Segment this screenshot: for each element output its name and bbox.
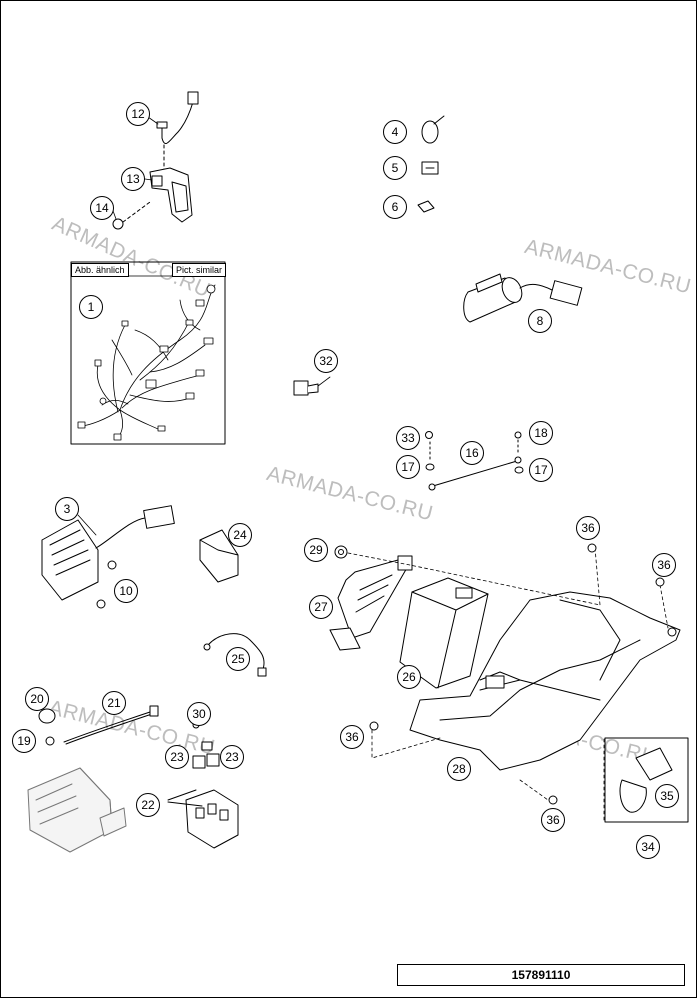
part-28-tray xyxy=(409,591,681,771)
part-23-plugs xyxy=(192,741,220,769)
part-25-cable xyxy=(203,633,267,677)
part-27-holder xyxy=(329,555,413,651)
callout-13: 13 xyxy=(121,167,145,191)
part-24-relay xyxy=(199,529,239,583)
callout-32: 32 xyxy=(314,349,338,373)
callout-35: 35 xyxy=(655,784,679,808)
callout-10: 10 xyxy=(114,579,138,603)
part-3-regulator xyxy=(41,505,175,601)
callout-20: 20 xyxy=(25,687,49,711)
part-32-connector xyxy=(293,380,319,396)
callout-33: 33 xyxy=(396,426,420,450)
callout-16: 16 xyxy=(460,441,484,465)
callout-23b: 23 xyxy=(220,745,244,769)
callout-24: 24 xyxy=(228,523,252,547)
part-19-nut xyxy=(45,736,55,746)
callout-27: 27 xyxy=(309,595,333,619)
callout-8: 8 xyxy=(528,309,552,333)
assembly-lines xyxy=(347,547,669,821)
callout-34: 34 xyxy=(636,835,660,859)
part-26-battery xyxy=(399,577,489,689)
callout-5: 5 xyxy=(383,156,407,180)
callout-17a: 17 xyxy=(396,455,420,479)
callout-12: 12 xyxy=(126,102,150,126)
part-29-nut xyxy=(334,545,348,559)
callout-22: 22 xyxy=(136,793,160,817)
starter-motor xyxy=(27,767,127,853)
callout-30: 30 xyxy=(187,702,211,726)
inset-label-en: Pict. similar xyxy=(172,263,227,277)
callout-28: 28 xyxy=(447,757,471,781)
callout-17b: 17 xyxy=(529,458,553,482)
callout-18: 18 xyxy=(529,421,553,445)
part-8-capacitor xyxy=(463,273,583,323)
part-20-cap xyxy=(38,708,56,724)
callout-36c: 36 xyxy=(340,725,364,749)
part-34-inset xyxy=(604,737,689,823)
part-36-screws xyxy=(369,543,665,805)
leader-lines xyxy=(77,116,331,536)
inset-label-de: Abb. ähnlich xyxy=(71,263,129,277)
callout-6: 6 xyxy=(383,195,407,219)
wiring-harness-inset xyxy=(70,261,226,445)
callout-36b: 36 xyxy=(652,553,676,577)
part-10-screws xyxy=(96,560,117,609)
part-12-button xyxy=(156,91,199,177)
part-22-relay-box xyxy=(167,789,239,849)
callout-36d: 36 xyxy=(541,808,565,832)
part-16-cable xyxy=(425,431,524,491)
part-4-cable-tie xyxy=(421,115,445,144)
callout-36a: 36 xyxy=(576,516,600,540)
callout-25: 25 xyxy=(226,647,250,671)
callout-23a: 23 xyxy=(165,745,189,769)
callout-3: 3 xyxy=(55,497,79,521)
callout-14: 14 xyxy=(90,196,114,220)
callout-29: 29 xyxy=(304,538,328,562)
part-5-clip xyxy=(421,161,439,175)
callout-4: 4 xyxy=(383,120,407,144)
part-21-cable xyxy=(63,705,159,745)
callout-19: 19 xyxy=(12,729,36,753)
part-13-bracket xyxy=(149,167,193,223)
callout-1: 1 xyxy=(79,295,103,319)
drawing-number: 157891110 xyxy=(397,964,685,986)
callout-26: 26 xyxy=(397,665,421,689)
callout-21: 21 xyxy=(102,691,126,715)
part-6-holder xyxy=(417,200,435,213)
part-14-screw xyxy=(112,201,151,230)
